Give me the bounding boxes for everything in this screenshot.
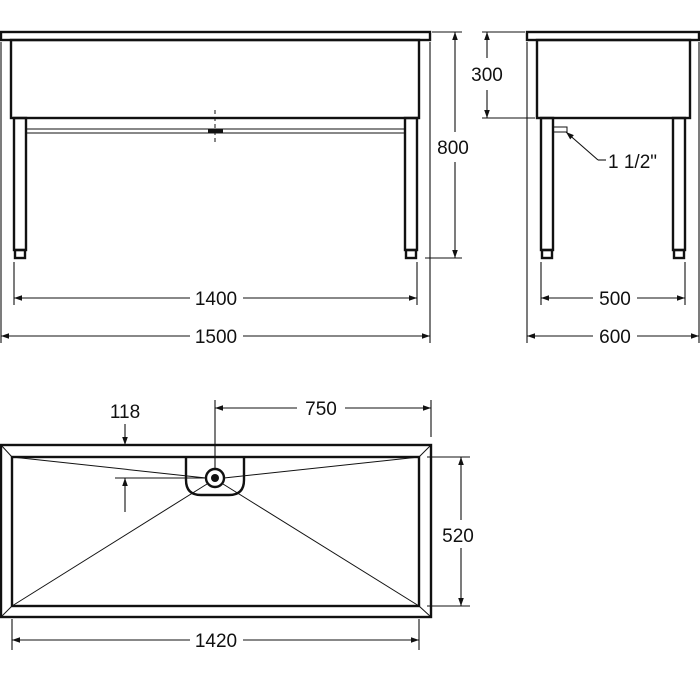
dimension-1400: 1400 xyxy=(13,262,418,310)
dim-label-800: 800 xyxy=(437,138,469,159)
side-view: 300 1 1/2" 500 600 xyxy=(471,30,700,348)
front-view: 800 1400 1500 xyxy=(0,30,469,348)
foot-right xyxy=(404,248,418,260)
front-leg-left xyxy=(12,116,28,252)
dim-label-1420: 1420 xyxy=(195,631,237,652)
dim-label-600: 600 xyxy=(599,327,631,348)
slope-lines xyxy=(11,456,420,607)
dimension-118: 118 xyxy=(110,402,205,512)
top-outer-rim xyxy=(0,443,433,619)
dim-label-500: 500 xyxy=(599,289,631,310)
dimension-300: 300 xyxy=(471,31,535,119)
side-leg-right xyxy=(671,116,687,252)
dim-label-750: 750 xyxy=(305,399,337,420)
drain-recess xyxy=(184,457,246,497)
dim-label-118: 118 xyxy=(110,402,140,423)
dim-label-1400: 1400 xyxy=(195,289,237,310)
drain-center xyxy=(211,474,219,482)
drain-size-callout: 1 1/2" xyxy=(565,131,657,173)
side-foot-left xyxy=(540,248,554,260)
drain-size-label: 1 1/2" xyxy=(608,152,657,173)
side-drain xyxy=(552,126,568,133)
side-leg-left xyxy=(539,116,555,252)
dim-label-520: 520 xyxy=(442,526,474,547)
foot-left xyxy=(13,248,27,260)
dimension-750: 750 xyxy=(214,399,432,469)
dimension-1420: 1420 xyxy=(11,619,420,652)
front-bowl xyxy=(9,38,421,120)
dimension-1500: 1500 xyxy=(0,42,431,348)
dim-label-1500: 1500 xyxy=(195,327,237,348)
side-bowl xyxy=(535,38,692,120)
front-leg-right xyxy=(403,116,419,252)
dimension-600: 600 xyxy=(526,42,700,348)
side-foot-right xyxy=(672,248,686,260)
dimension-520: 520 xyxy=(427,456,474,607)
dimension-800: 800 xyxy=(425,31,469,259)
dim-label-300: 300 xyxy=(471,65,503,86)
dimension-500: 500 xyxy=(540,262,686,310)
top-view: 118 750 520 1420 xyxy=(0,399,474,652)
